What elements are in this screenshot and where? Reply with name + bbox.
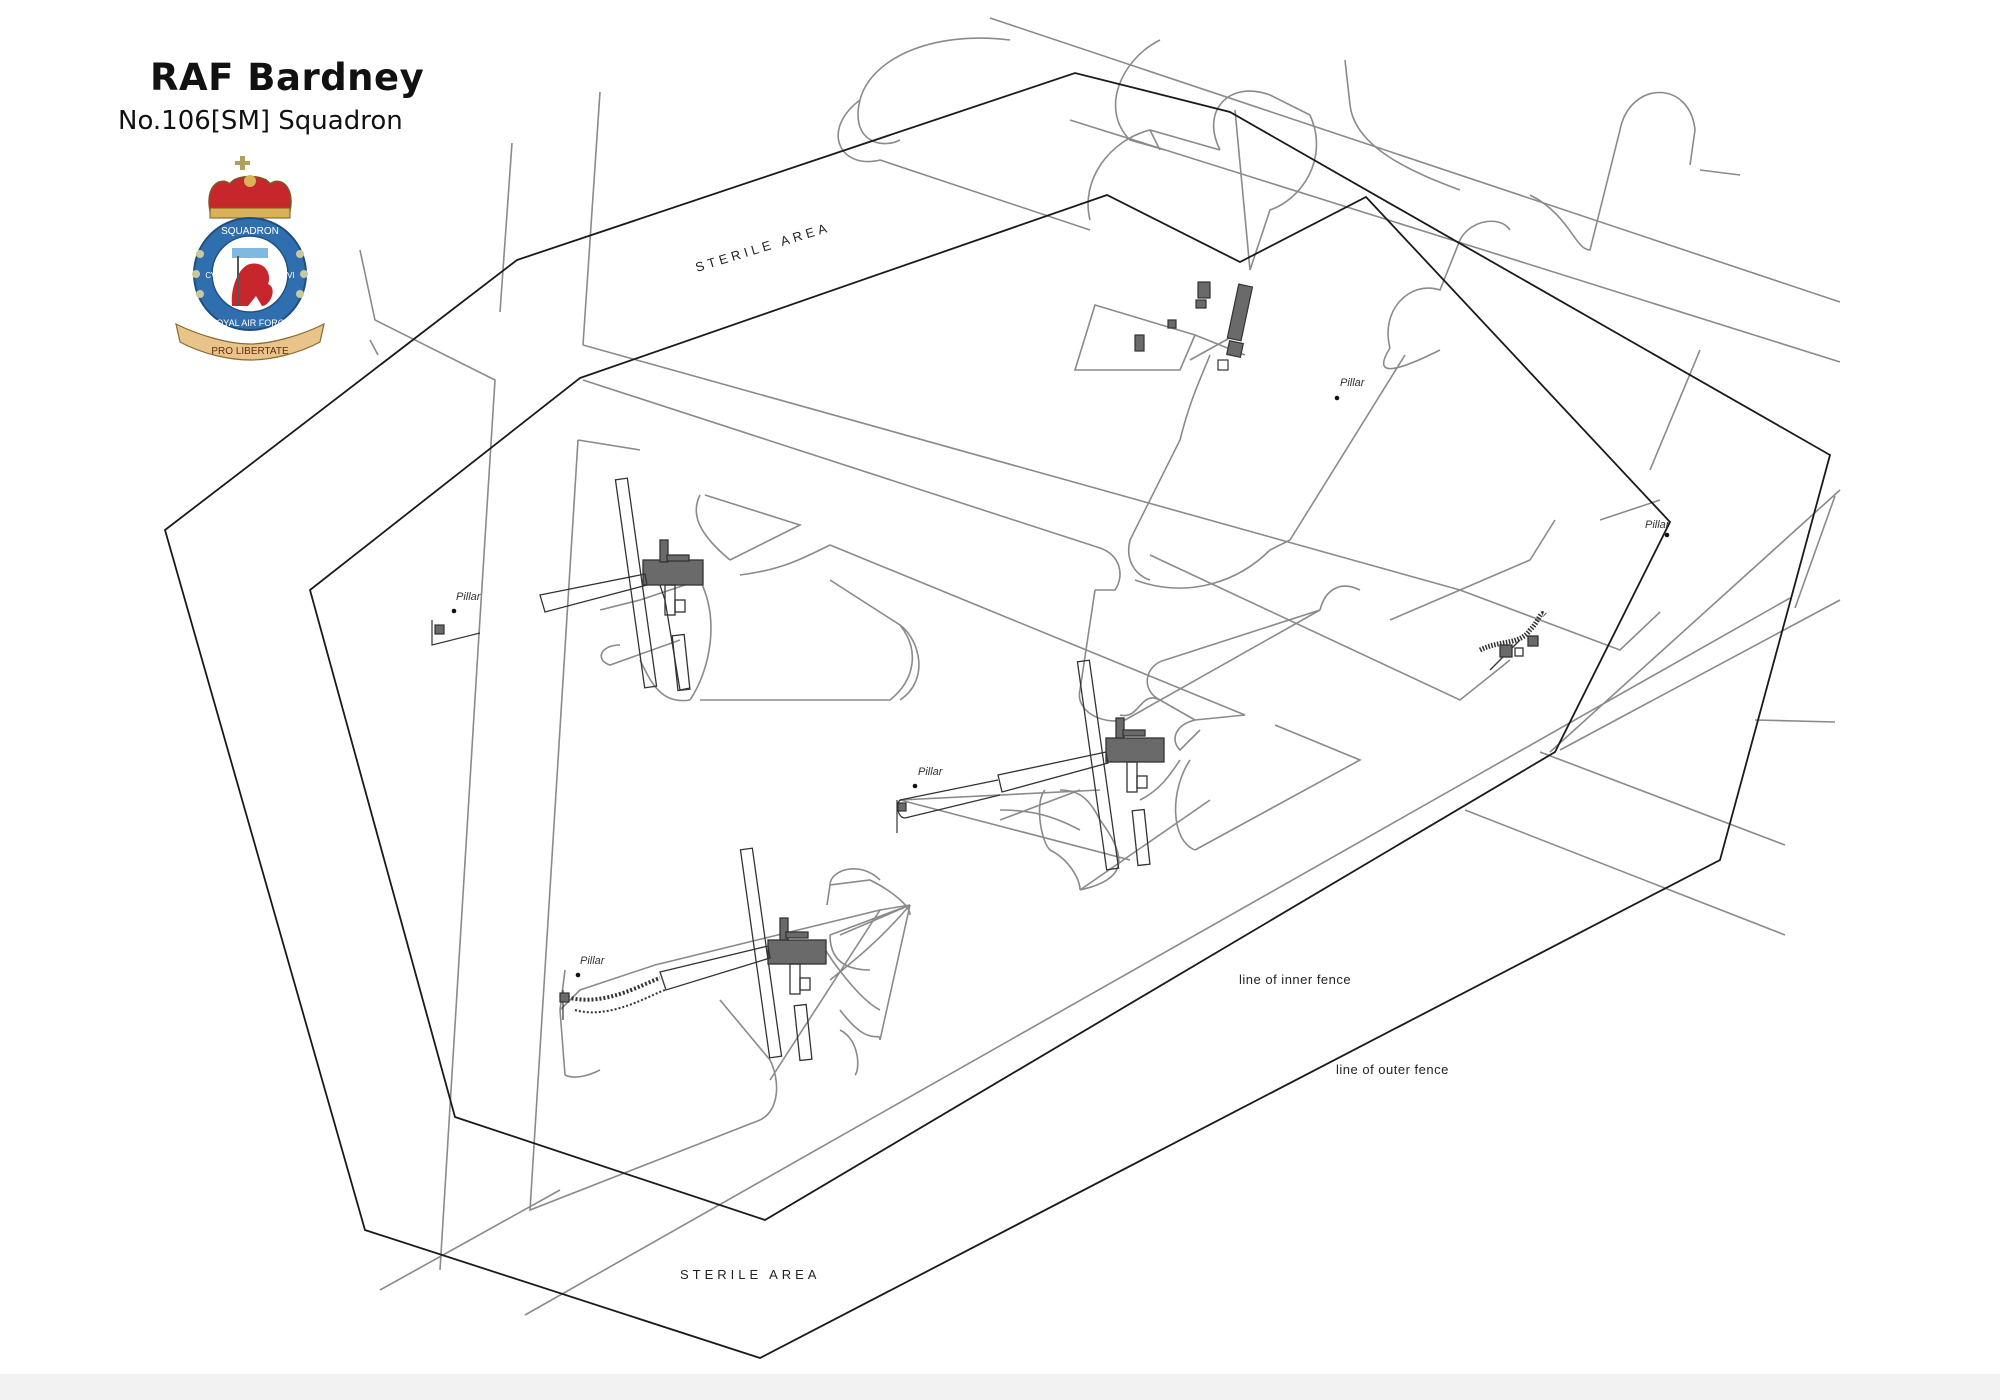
crown-icon bbox=[208, 156, 292, 219]
inner-fence-label: line of inner fence bbox=[1239, 972, 1351, 987]
outer-fence bbox=[163, 72, 1832, 1359]
pillar-dot bbox=[451, 608, 457, 614]
crest-motto: PRO LIBERTATE bbox=[211, 346, 289, 357]
pillar-label: Pillar bbox=[456, 591, 482, 603]
launch-site-1 bbox=[539, 477, 704, 692]
pillar-dot bbox=[1334, 395, 1340, 401]
crest-arc-text: SQUADRON bbox=[221, 226, 279, 237]
crest-numeral-left: CVI bbox=[205, 271, 218, 280]
bottom-strip bbox=[0, 1374, 2000, 1400]
launch-site-2 bbox=[896, 659, 1165, 871]
pillar-pads bbox=[431, 620, 907, 1020]
pillar-labels: Pillar Pillar Pillar Pillar Pillar bbox=[456, 377, 1671, 967]
pillar-markers bbox=[451, 395, 1670, 978]
crest-ring-text: ROYAL AIR FORCE bbox=[210, 318, 291, 328]
pillar-label: Pillar bbox=[580, 955, 606, 967]
sterile-area-label-bottom: STERILE AREA bbox=[680, 1267, 820, 1282]
pillar-label: Pillar bbox=[1645, 519, 1671, 531]
pillar-dot bbox=[912, 783, 918, 789]
pillar-label: Pillar bbox=[1340, 377, 1366, 389]
squadron-crest-icon: SQUADRON ROYAL AIR FORCE CVI CVI PRO LIB… bbox=[175, 156, 325, 361]
sterile-area-label-top: STERILE AREA bbox=[693, 219, 832, 274]
page-title: RAF Bardney bbox=[150, 56, 425, 99]
storage-compound bbox=[1478, 611, 1547, 671]
road-network bbox=[359, 17, 1841, 1316]
pillar-dot bbox=[1664, 532, 1670, 538]
technical-buildings bbox=[1134, 281, 1254, 371]
crest-numeral-right: CVI bbox=[281, 271, 294, 280]
inner-fence bbox=[308, 194, 1672, 1221]
pillar-dot bbox=[575, 972, 581, 978]
lion-icon bbox=[231, 248, 273, 306]
launch-site-3 bbox=[559, 847, 827, 1062]
page-subtitle: No.106[SM] Squadron bbox=[118, 106, 403, 136]
pillar-label: Pillar bbox=[918, 766, 944, 778]
outer-fence-label: line of outer fence bbox=[1336, 1062, 1449, 1077]
